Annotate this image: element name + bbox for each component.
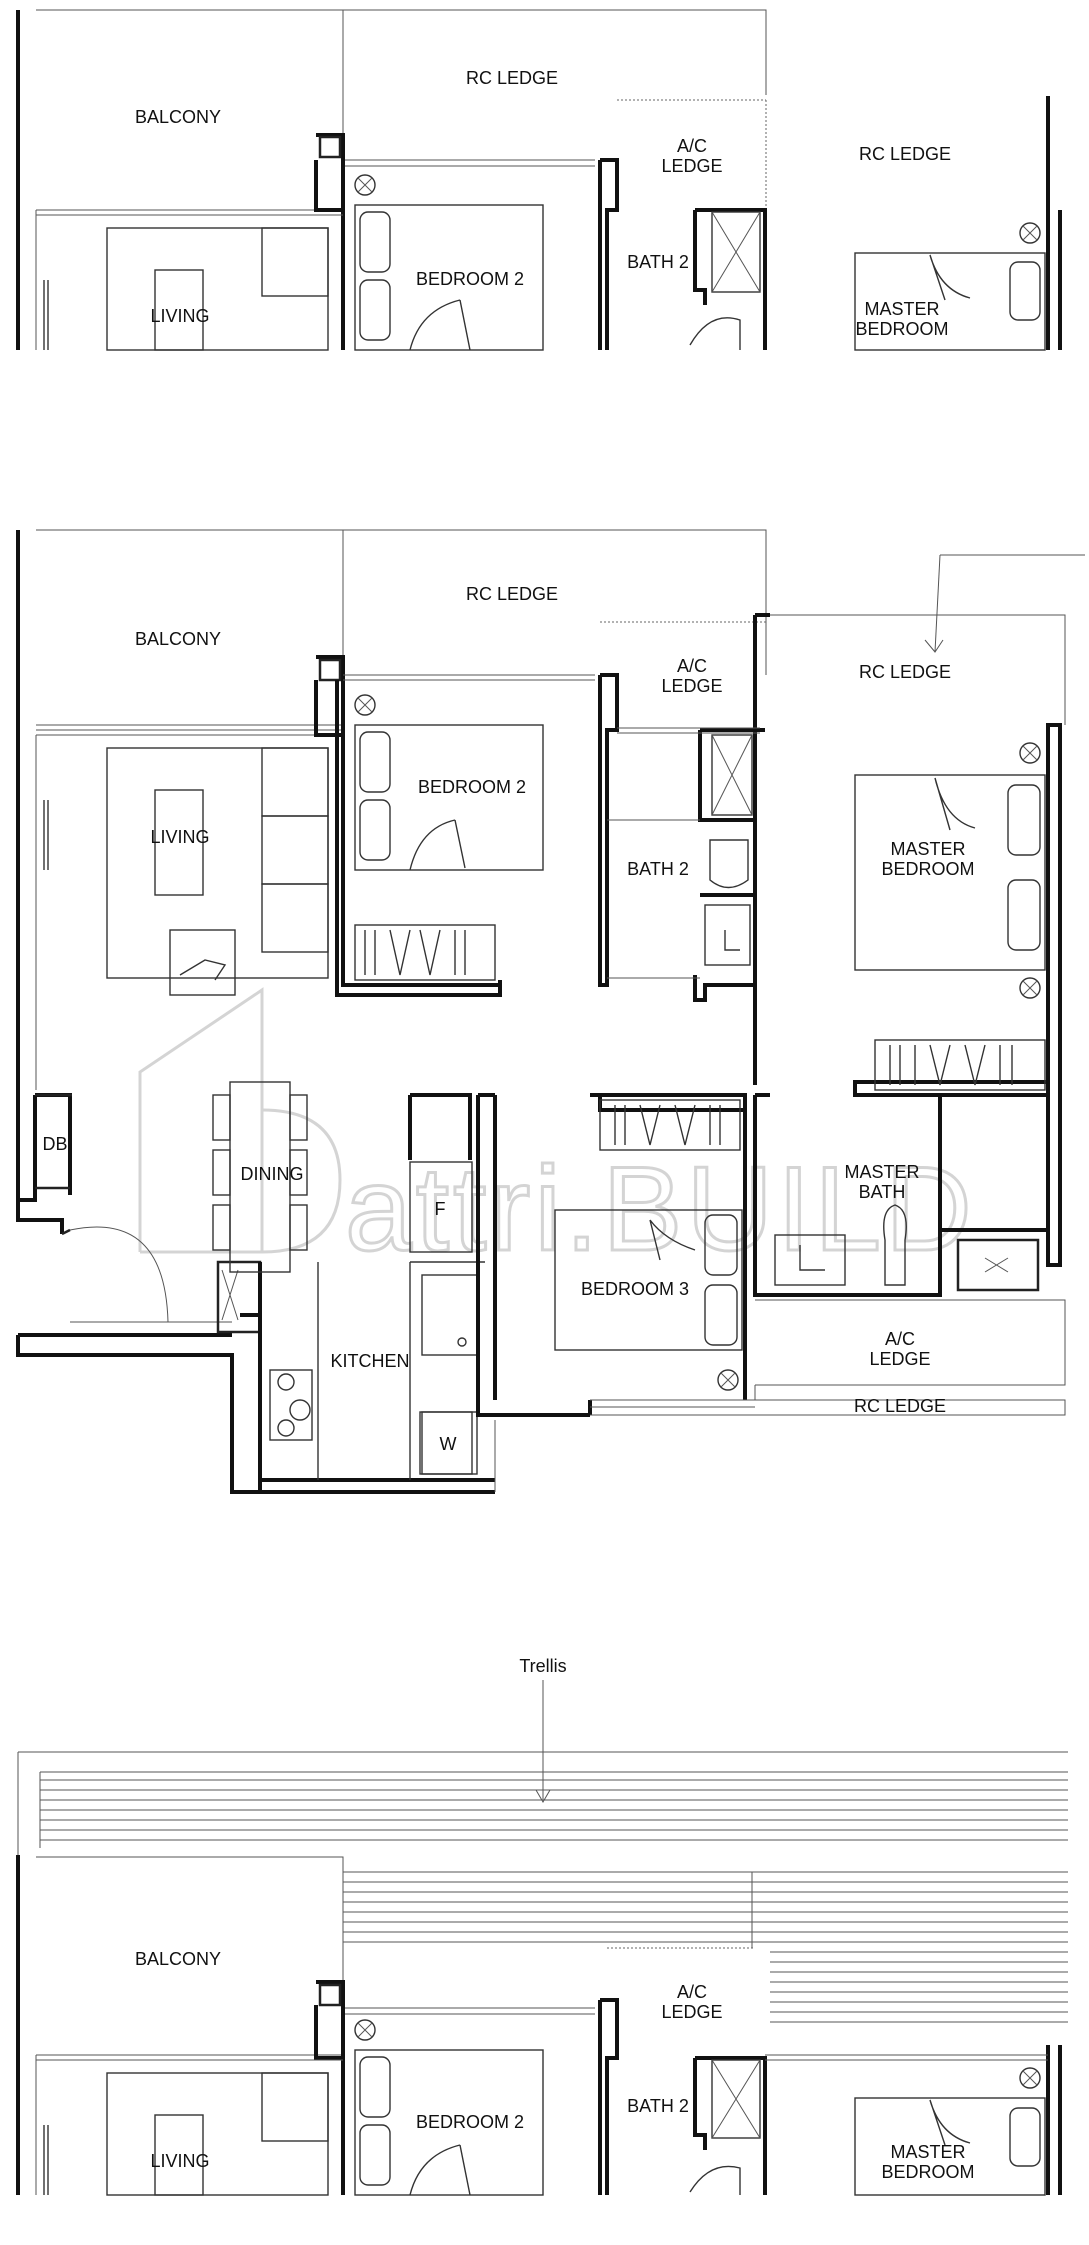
main-rc-ledge-top-label: RC LEDGE [466,584,558,604]
main-kitchen-label: KITCHEN [330,1351,409,1371]
main-db-label: DB [42,1134,67,1154]
bottom-ac-ledge-label-2: LEDGE [661,2002,722,2022]
top-living-label: LIVING [150,306,209,326]
main-bedroom3-label: BEDROOM 3 [581,1279,689,1299]
top-master-bedroom-label-1: MASTER [864,299,939,319]
main-master-bath-label-1: MASTER [844,1162,919,1182]
main-balcony-label: BALCONY [135,629,221,649]
main-ac-ledge-label-2: LEDGE [661,676,722,696]
top-rc-ledge-label: RC LEDGE [466,68,558,88]
main-bedroom2-label: BEDROOM 2 [418,777,526,797]
bottom-master-bedroom-label-2: BEDROOM [881,2162,974,2182]
main-dining-label: DINING [241,1164,304,1184]
bottom-master-bedroom-label-1: MASTER [890,2142,965,2162]
bottom-bath2-label: BATH 2 [627,2096,689,2116]
bottom-ac-ledge-label-1: A/C [677,1982,707,2002]
bottom-balcony-label: BALCONY [135,1949,221,1969]
main-ac-ledge-label-1: A/C [677,656,707,676]
bottom-trellis-label: Trellis [519,1656,566,1676]
main-fridge-label: F [435,1199,446,1219]
bottom-bedroom2-label: BEDROOM 2 [416,2112,524,2132]
main-washer-label: W [440,1434,457,1454]
main-living-label: LIVING [150,827,209,847]
main-ac-ledge2-label-2: LEDGE [869,1349,930,1369]
bottom-living-label: LIVING [150,2151,209,2171]
main-ac-ledge2-label-1: A/C [885,1329,915,1349]
top-bedroom2-label: BEDROOM 2 [416,269,524,289]
top-bath2-label: BATH 2 [627,252,689,272]
top-ac-ledge-label-1: A/C [677,136,707,156]
top-ac-ledge-label-2: LEDGE [661,156,722,176]
main-bath2-label: BATH 2 [627,859,689,879]
main-master-bedroom-label-2: BEDROOM [881,859,974,879]
main-master-bedroom-label-1: MASTER [890,839,965,859]
main-rc-ledge-bottom-label: RC LEDGE [854,1396,946,1416]
main-rc-ledge-right-label: RC LEDGE [859,662,951,682]
top-balcony-label: BALCONY [135,107,221,127]
watermark: attri.BUILD [138,987,973,1278]
trellis-lines [39,1771,1068,2023]
bottom-plan-fragment: Trellis [16,1656,1068,2196]
main-master-bath-label-2: BATH [859,1182,906,1202]
top-rc-ledge-right-label: RC LEDGE [859,144,951,164]
main-floor-plan: attri.BUILD [16,529,1085,1494]
top-master-bedroom-label-2: BEDROOM [855,319,948,339]
top-plan-fragment: RC LEDGE BALCONY A/C LEDGE RC LEDGE BEDR… [16,9,1062,351]
